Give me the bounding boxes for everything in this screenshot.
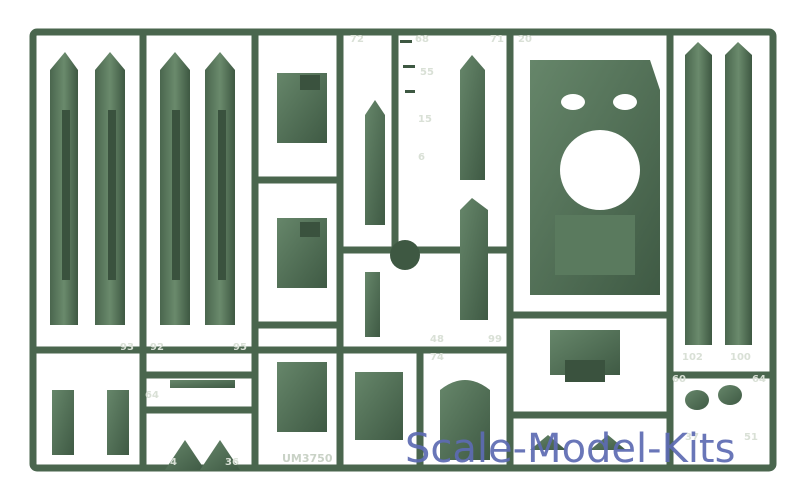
bottom-parts <box>440 330 742 460</box>
svg-text:93: 93 <box>120 342 134 353</box>
svg-text:37: 37 <box>685 432 699 443</box>
svg-text:36: 36 <box>225 457 239 468</box>
svg-text:74: 74 <box>430 352 444 363</box>
svg-text:55: 55 <box>420 67 434 78</box>
svg-text:51: 51 <box>744 432 758 443</box>
box-parts <box>277 73 403 440</box>
svg-text:6: 6 <box>418 152 425 163</box>
svg-text:71: 71 <box>490 34 504 45</box>
track-parts <box>50 52 235 325</box>
part-numbers: 72 68 71 20 55 15 6 93 92 95 64 36 4 48 … <box>120 34 766 468</box>
svg-text:UM3750: UM3750 <box>282 452 333 465</box>
hull-part <box>530 60 660 295</box>
watermark-text: Scale-Model-Kits <box>405 426 736 472</box>
svg-text:92: 92 <box>150 342 164 353</box>
svg-text:64: 64 <box>752 374 766 385</box>
svg-text:20: 20 <box>518 34 532 45</box>
svg-text:68: 68 <box>415 34 429 45</box>
svg-text:4: 4 <box>170 457 177 468</box>
svg-text:99: 99 <box>488 334 502 345</box>
svg-text:15: 15 <box>418 114 432 125</box>
svg-text:100: 100 <box>730 352 751 363</box>
side-plates <box>365 40 488 337</box>
svg-text:95: 95 <box>233 342 247 353</box>
svg-text:72: 72 <box>350 34 364 45</box>
svg-text:102: 102 <box>682 352 703 363</box>
small-parts-bottom-left <box>52 380 240 470</box>
svg-text:48: 48 <box>430 334 444 345</box>
svg-text:60: 60 <box>672 374 686 385</box>
svg-text:64: 64 <box>145 390 159 401</box>
fender-parts <box>685 42 752 345</box>
